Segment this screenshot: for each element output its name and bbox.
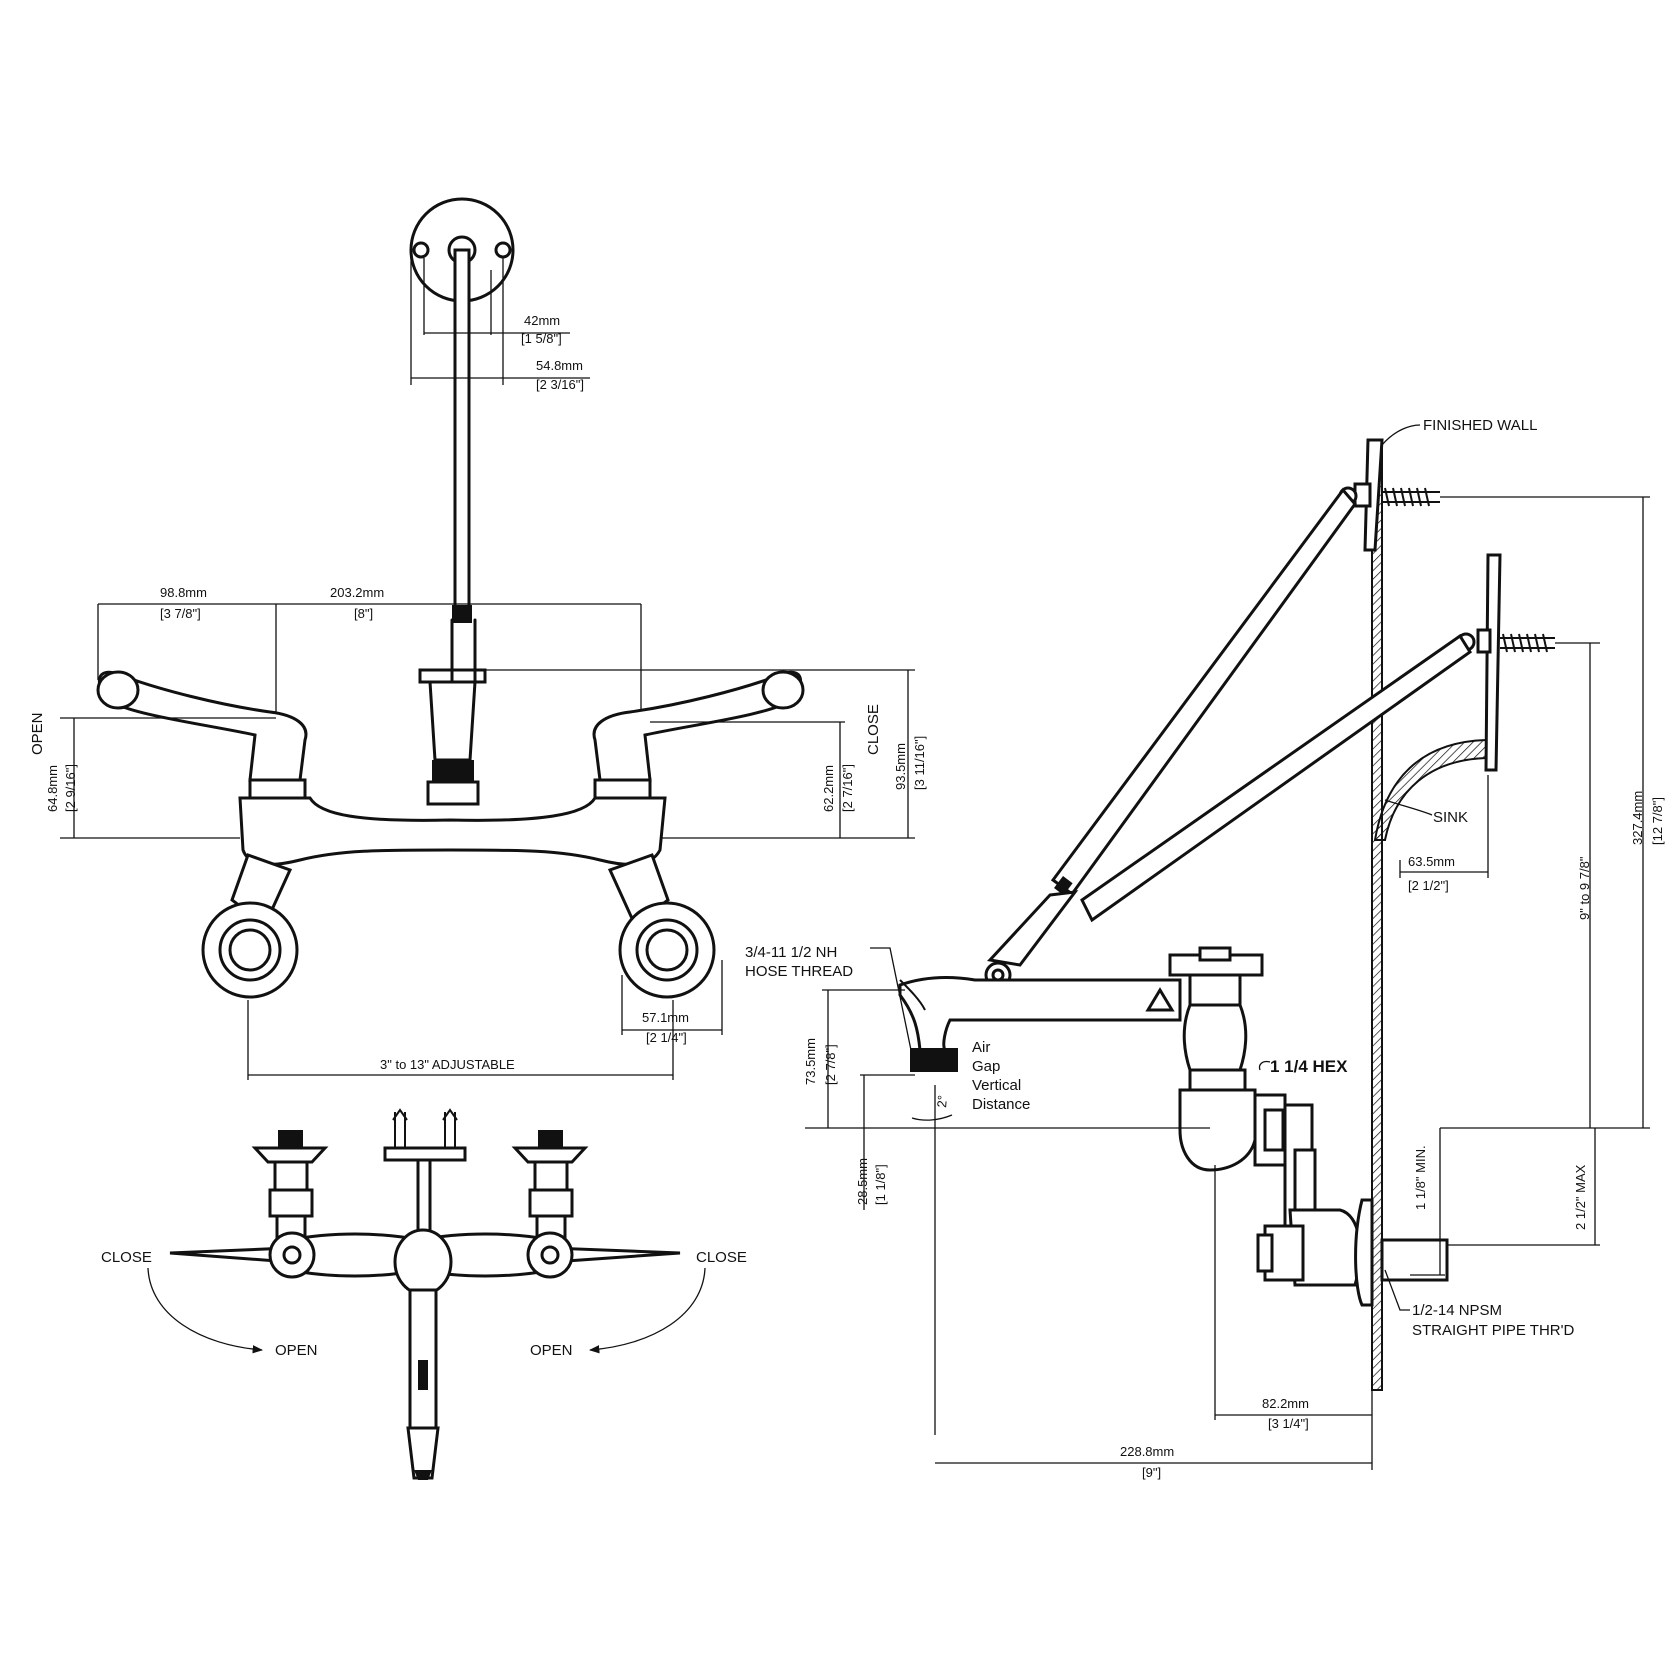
- dim-escutcheon: [621, 960, 723, 1035]
- top-open-left: OPEN: [275, 1342, 318, 1359]
- dim-flange: [410, 252, 590, 385]
- top-open-right: OPEN: [530, 1342, 573, 1359]
- dim-spout-height-mm: 73.5mm: [803, 1038, 818, 1085]
- upper-wall-mount: [1338, 438, 1440, 552]
- dim-inlet-in: [3 1/4"]: [1268, 1416, 1309, 1431]
- hose-thread-line2: HOSE THREAD: [745, 963, 853, 980]
- dim-handle-reach-mm: 98.8mm: [160, 585, 207, 600]
- dim-max: 2 1/2" MAX: [1573, 1164, 1588, 1230]
- npsm-line2: STRAIGHT PIPE THR'D: [1412, 1322, 1575, 1339]
- label-finished-wall: FINISHED WALL: [1423, 417, 1537, 434]
- label-hex: 1 1/4 HEX: [1270, 1057, 1348, 1076]
- dim-handle-reach-in: [3 7/8"]: [160, 606, 201, 621]
- side-valve: [1168, 946, 1449, 1307]
- dim-projection-in: [9"]: [1142, 1465, 1161, 1480]
- dim-sink-in: [2 1/2"]: [1408, 878, 1449, 893]
- dim-escutcheon-in: [2 1/4"]: [646, 1030, 687, 1045]
- dim-spout-height-in: [2 7/8"]: [823, 1044, 838, 1085]
- dim-escutcheon-mm: 57.1mm: [642, 1010, 689, 1025]
- sink-basin: [1373, 738, 1487, 841]
- label-close-right: CLOSE: [865, 704, 882, 755]
- leader-sink: [1384, 799, 1433, 816]
- sink-mount: [1373, 553, 1555, 841]
- dim-top-spacing: [97, 603, 642, 722]
- dim-centers-mm: 203.2mm: [330, 585, 384, 600]
- label-open-left: OPEN: [29, 712, 46, 755]
- air-gap-line3: Vertical: [972, 1077, 1021, 1094]
- dim-spout-drop-in: [1 1/8"]: [873, 1164, 888, 1205]
- dim-min-max: [1410, 1128, 1600, 1276]
- dim-total-height-mm: 327.4mm: [1630, 791, 1645, 845]
- leader-hose-thread: [870, 947, 913, 1056]
- dim-flange-mm: 54.8mm: [536, 358, 583, 373]
- dim-open-height-in: [2 9/16"]: [63, 764, 78, 812]
- leader-npsm: [1384, 1269, 1410, 1311]
- dim-close-height-mm: 93.5mm: [893, 743, 908, 790]
- left-escutcheon: [201, 901, 299, 999]
- dim-total-height-in: [12 7/8"]: [1650, 797, 1665, 845]
- dim-body-height-mm: 62.2mm: [821, 765, 836, 812]
- npsm-line1: 1/2-14 NPSM: [1412, 1302, 1502, 1319]
- dim-open-height: [60, 717, 276, 839]
- air-gap-line4: Distance: [972, 1096, 1030, 1113]
- spout-arm: [898, 976, 1182, 1072]
- top-view: CLOSE CLOSE OPEN OPEN: [101, 1108, 747, 1480]
- dim-inlet-mm: 82.2mm: [1262, 1396, 1309, 1411]
- front-view: 42mm [1 5/8"] 54.8mm [2 3/16"] 98.8mm [3…: [29, 197, 927, 1080]
- air-gap-line2: Gap: [972, 1058, 1000, 1075]
- dim-adjustable: [247, 1000, 674, 1080]
- side-view: FINISHED WALL SINK: [745, 417, 1665, 1480]
- dim-wall-offset-in: [1 5/8"]: [521, 331, 562, 346]
- dim-body-height-in: [2 7/16"]: [840, 764, 855, 812]
- leader-finished-wall: [1381, 424, 1421, 446]
- right-escutcheon: [618, 901, 716, 999]
- dim-spout-heights: [805, 989, 1210, 1435]
- dim-close-height-in: [3 11/16"]: [912, 736, 927, 790]
- dim-close-height: [485, 669, 915, 839]
- arc-left-close-to-open: [147, 1267, 264, 1354]
- hose-thread-line1: 3/4-11 1/2 NH: [745, 944, 837, 961]
- left-valve-top: [251, 1130, 329, 1248]
- top-close-left: CLOSE: [101, 1249, 152, 1266]
- dim-open-height-mm: 64.8mm: [45, 765, 60, 812]
- left-wrist-blade-handle: [96, 670, 308, 800]
- dim-brace-range: 9" to 9 7/8": [1577, 856, 1592, 920]
- dim-flange-in: [2 3/16"]: [536, 377, 584, 392]
- dim-spout-drop-mm: 28.5mm: [855, 1158, 870, 1205]
- arc-right-close-to-open: [588, 1267, 706, 1354]
- air-gap-line1: Air: [972, 1039, 990, 1056]
- angle-label: 2°: [934, 1095, 950, 1109]
- faucet-body: [230, 618, 670, 928]
- dim-sink: [1399, 775, 1489, 878]
- label-sink: SINK: [1433, 809, 1468, 826]
- dim-sink-mm: 63.5mm: [1408, 854, 1455, 869]
- body-top: [169, 1228, 681, 1480]
- top-close-right: CLOSE: [696, 1249, 747, 1266]
- dim-right-heights: [1440, 496, 1650, 1129]
- lower-brace-rod: [1080, 633, 1473, 923]
- right-valve-top: [511, 1130, 589, 1248]
- right-wrist-blade-handle: [592, 670, 805, 800]
- dim-adjustable-label: 3" to 13" ADJUSTABLE: [380, 1057, 515, 1072]
- dim-centers-in: [8"]: [354, 606, 373, 621]
- dim-wall-offset-mm: 42mm: [524, 313, 560, 328]
- brace-flange: [409, 197, 515, 623]
- dim-min: 1 1/8" MIN.: [1413, 1145, 1428, 1210]
- dim-bottom: [935, 1165, 1373, 1470]
- dim-projection-mm: 228.8mm: [1120, 1444, 1174, 1459]
